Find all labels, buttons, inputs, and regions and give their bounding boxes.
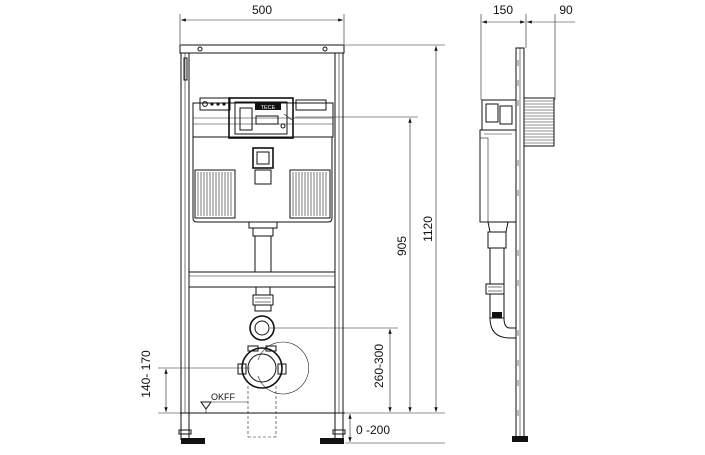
dim-outlet-height-label: 260-300 xyxy=(372,344,386,388)
waste-connection xyxy=(237,341,309,438)
dim-inlet-height-label: 140- 170 xyxy=(139,350,153,398)
frame-cross-bar xyxy=(188,271,336,288)
brand-plate-label: TECE xyxy=(261,105,276,111)
frame-top-bar xyxy=(179,44,345,54)
cistern-housing: TECE xyxy=(192,97,334,139)
frame-feet xyxy=(178,413,346,444)
actuator-opening xyxy=(252,147,274,169)
front-dimensions: 500 1120 905 260-300 140- 170 0 -200 xyxy=(139,3,445,444)
dim-actuator-height-label: 905 xyxy=(395,236,409,256)
dim-depth-a-label: 150 xyxy=(493,3,513,17)
lower-pipe xyxy=(249,286,275,341)
floor-level: OKFF xyxy=(180,392,345,414)
flush-pipe xyxy=(248,221,278,273)
dim-depth-b-label: 90 xyxy=(559,3,573,17)
floor-level-label: OKFF xyxy=(211,392,236,402)
brand-plate xyxy=(255,103,281,110)
dim-floor-adjust-label: 0 -200 xyxy=(356,423,390,437)
cistern-ribs-left xyxy=(194,169,236,219)
front-view: TECE xyxy=(178,44,346,444)
cistern-ribs-right xyxy=(289,169,331,219)
dim-width-label: 500 xyxy=(252,3,272,17)
side-cistern xyxy=(479,99,517,339)
side-view: 150 90 xyxy=(479,3,575,442)
side-rear-box xyxy=(523,97,555,147)
dim-total-height-label: 1120 xyxy=(421,216,435,242)
cistern-body xyxy=(192,137,333,223)
